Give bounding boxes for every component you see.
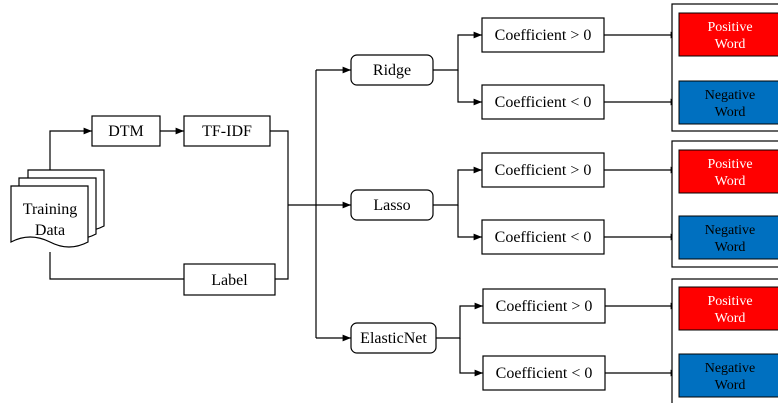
ridge-coef-neg-label: Coefficient < 0 xyxy=(495,94,592,111)
lasso-negative-word-line1: Negative xyxy=(705,223,756,238)
ridge-positive-word-line1: Positive xyxy=(707,20,752,35)
lasso-negative-word-box xyxy=(678,215,778,260)
connector-data-label xyxy=(49,252,184,280)
label-node: Label xyxy=(183,263,276,296)
ridge-positive-word-line2: Word xyxy=(715,37,746,52)
connector-merge xyxy=(270,130,289,280)
connector-elasticnet-pos xyxy=(436,302,483,339)
ridge-positive-word-box xyxy=(678,12,778,57)
elasticnet-negative-word-line2: Word xyxy=(715,378,746,393)
connector-data-dtm xyxy=(49,127,92,170)
lasso-coef-pos-label: Coefficient > 0 xyxy=(495,162,592,179)
elasticnet-coef-pos-label: Coefficient > 0 xyxy=(496,298,593,315)
tfidf-label: TF-IDF xyxy=(202,123,252,140)
lasso-coef-neg-label: Coefficient < 0 xyxy=(495,229,592,246)
elasticnet-branch: ElasticNet Coefficient > 0 Coefficient <… xyxy=(350,278,778,403)
ridge-coef-pos-label: Coefficient > 0 xyxy=(495,27,592,44)
ridge-coef-pos-node xyxy=(481,17,605,53)
ridge-coef-neg-node xyxy=(481,84,605,120)
ridge-negative-word-line2: Word xyxy=(715,105,746,120)
elasticnet-positive-word-box xyxy=(678,286,778,331)
elasticnet-coef-neg-node xyxy=(482,355,606,391)
elasticnet-coef-neg-label: Coefficient < 0 xyxy=(496,365,593,382)
training-data-label-line1: Training xyxy=(23,201,78,218)
ridge-negative-word-box xyxy=(678,80,778,125)
ridge-branch: Ridge Coefficient > 0 Coefficient < 0 Po… xyxy=(350,3,778,132)
elasticnet-negative-word-box xyxy=(678,353,778,398)
lasso-positive-word-line2: Word xyxy=(715,174,746,189)
dtm-label: DTM xyxy=(108,123,144,140)
elasticnet-positive-word-line2: Word xyxy=(715,311,746,326)
tfidf-node: TF-IDF xyxy=(183,115,271,147)
dtm-node: DTM xyxy=(91,115,161,147)
elasticnet-negative-word-line1: Negative xyxy=(705,361,756,376)
connector-ridge-pos xyxy=(433,31,482,71)
lasso-coef-pos-node xyxy=(481,152,605,188)
ridge-negative-word-line1: Negative xyxy=(705,88,756,103)
training-data-node: Training Data xyxy=(10,169,105,248)
label-label: Label xyxy=(211,272,248,289)
elasticnet-label: ElasticNet xyxy=(360,330,427,347)
lasso-coef-neg-node xyxy=(481,219,605,255)
connector-lasso-neg xyxy=(457,205,482,241)
lasso-label: Lasso xyxy=(373,197,410,214)
lasso-positive-word-box xyxy=(678,149,778,194)
connector-ridge-neg xyxy=(457,70,482,106)
elasticnet-positive-word-line1: Positive xyxy=(707,294,752,309)
lasso-positive-word-line1: Positive xyxy=(707,157,752,172)
lasso-branch: Lasso Coefficient > 0 Coefficient < 0 Po… xyxy=(350,140,778,268)
connector-lasso-pos xyxy=(433,166,482,206)
ridge-label: Ridge xyxy=(373,62,411,79)
lasso-negative-word-line2: Word xyxy=(715,240,746,255)
training-data-label-line2: Data xyxy=(35,222,65,239)
connector-elasticnet-neg xyxy=(459,338,483,377)
